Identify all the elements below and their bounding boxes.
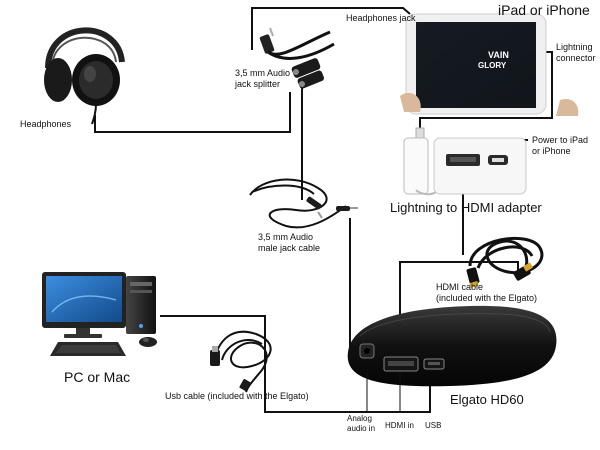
screen-logo-bottom: GLORY <box>478 61 507 70</box>
hdmi-cable-illustration <box>466 236 544 288</box>
label-analog-audio: Analog audio in <box>347 414 375 434</box>
label-headphones-jack: Headphones jack <box>346 13 416 23</box>
label-pc: PC or Mac <box>64 369 131 385</box>
adapter-illustration <box>403 127 527 196</box>
label-ipad: iPad or iPhone <box>498 2 590 18</box>
label-elgato: Elgato HD60 <box>450 392 524 407</box>
label-hdmi-cable-line1: HDMI cable <box>436 282 484 292</box>
label-usb-cable: Usb cable (included with the Elgato) <box>165 391 309 401</box>
headphones-line <box>94 92 291 133</box>
headphones-illustration <box>44 27 125 125</box>
male-jack-cable-illustration <box>249 178 358 229</box>
label-hdmi-cable: HDMI cable (included with the Elgato) <box>436 282 537 304</box>
label-splitter-line1: 3,5 mm Audio <box>235 68 291 78</box>
label-lightning-line2: connector <box>556 53 596 63</box>
pc-usb-line <box>160 315 431 413</box>
ipad-illustration: VAIN GLORY <box>400 13 579 116</box>
headphones-jack-line <box>251 7 411 50</box>
label-analog-audio-line2: audio in <box>347 424 376 433</box>
label-usb: USB <box>425 421 442 430</box>
port-pointer-lines <box>366 372 401 412</box>
label-splitter-line2: jack splitter <box>235 79 281 89</box>
label-hdmi-cable-line2: (included with the Elgato) <box>436 293 538 303</box>
lightning-line <box>419 51 553 128</box>
label-analog-audio-line1: Analog <box>347 414 372 423</box>
label-splitter: 3,5 mm Audio jack splitter <box>235 68 290 90</box>
pc-illustration <box>42 272 157 356</box>
label-power-line1: Power to iPad <box>532 135 589 145</box>
label-hdmi-in: HDMI in <box>385 421 414 430</box>
usb-cable-illustration <box>210 330 272 393</box>
label-lightning-line1: Lightning <box>556 42 593 52</box>
label-male-cable: 3,5 mm Audio male jack cable <box>258 232 320 254</box>
label-adapter: Lightning to HDMI adapter <box>390 200 542 215</box>
elgato-hd60-device <box>347 305 557 387</box>
label-male-cable-line2: male jack cable <box>258 243 321 253</box>
screen-logo-top: VAIN <box>488 50 509 60</box>
audio-splitter-illustration <box>259 27 335 89</box>
label-power: Power to iPad or iPhone <box>532 135 588 157</box>
label-male-cable-line1: 3,5 mm Audio <box>258 232 314 242</box>
label-power-line2: or iPhone <box>532 146 571 156</box>
label-headphones: Headphones <box>20 119 72 129</box>
label-lightning: Lightning connector <box>556 42 596 64</box>
